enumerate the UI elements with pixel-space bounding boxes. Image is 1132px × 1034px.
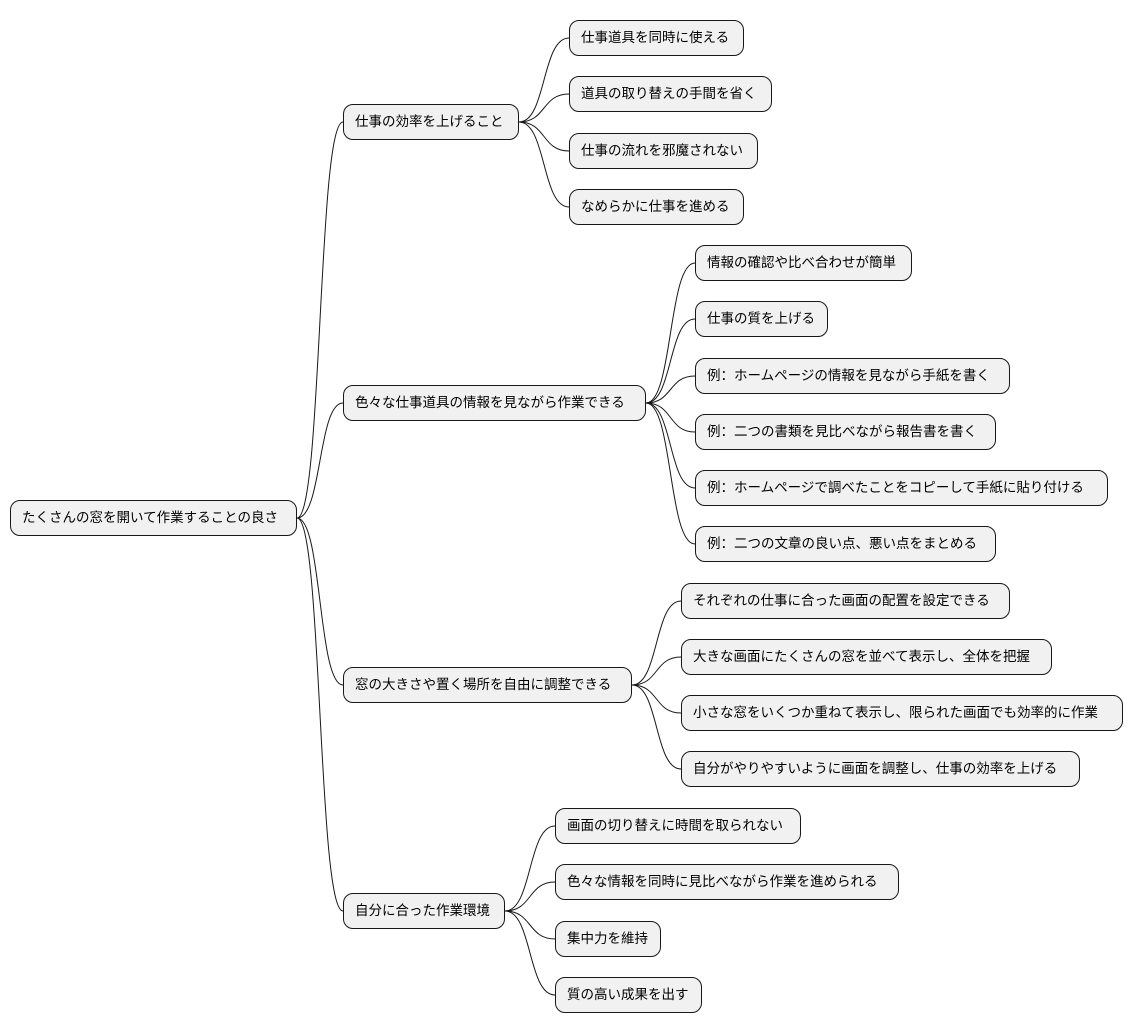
connector-line [631, 684, 682, 770]
connector-line [645, 402, 696, 545]
connector-line [518, 93, 570, 123]
connector-line [296, 517, 344, 912]
leaf-node: 道具の取り替えの手間を省く [569, 76, 772, 112]
leaf-node: 例：ホームページで調べたことをコピーして手紙に貼り付ける [695, 470, 1108, 506]
connector-line [645, 318, 696, 404]
connector-line [518, 37, 570, 123]
root-node: たくさんの窓を開いて作業することの良さ [10, 500, 297, 536]
branch-node: 自分に合った作業環境 [343, 893, 505, 929]
connector-line [645, 375, 696, 404]
leaf-node: 小さな窓をいくつか重ねて表示し、限られた画面でも効率的に作業 [681, 695, 1123, 731]
connector-line [296, 402, 344, 519]
leaf-node: 情報の確認や比べ合わせが簡単 [695, 245, 912, 281]
connector-line [631, 600, 682, 686]
leaf-node: 色々な情報を同時に見比べながら作業を進められる [555, 864, 899, 900]
leaf-node: なめらかに仕事を進める [569, 189, 744, 225]
connector-line [631, 656, 682, 686]
connector-line [645, 402, 696, 433]
leaf-node: 質の高い成果を出す [555, 977, 702, 1013]
connector-line [518, 121, 570, 152]
connector-line [504, 881, 556, 912]
branch-node: 仕事の効率を上げること [343, 104, 519, 140]
connector-line [504, 910, 556, 940]
leaf-node: 例：二つの文章の良い点、悪い点をまとめる [695, 526, 996, 562]
leaf-node: 仕事道具を同時に使える [569, 20, 744, 56]
connector-line [645, 262, 696, 404]
connector-line [504, 825, 556, 912]
connector-line [645, 402, 696, 489]
leaf-node: それぞれの仕事に合った画面の配置を設定できる [681, 583, 1010, 619]
branch-node: 窓の大きさや置く場所を自由に調整できる [343, 667, 632, 703]
leaf-node: 仕事の質を上げる [695, 301, 828, 337]
branch-node: 色々な仕事道具の情報を見ながら作業できる [343, 385, 646, 421]
leaf-node: 自分がやりやすいように画面を調整し、仕事の効率を上げる [681, 751, 1080, 787]
leaf-node: 例：二つの書類を見比べながら報告書を書く [695, 414, 996, 450]
leaf-node: 大きな画面にたくさんの窓を並べて表示し、全体を把握 [681, 639, 1052, 675]
connector-line [631, 684, 682, 714]
leaf-node: 画面の切り替えに時間を取られない [555, 808, 801, 844]
leaf-node: 例：ホームページの情報を見ながら手紙を書く [695, 358, 1010, 394]
leaf-node: 集中力を維持 [555, 921, 661, 957]
connector-line [504, 910, 556, 996]
leaf-node: 仕事の流れを邪魔されない [569, 133, 758, 169]
connector-line [518, 121, 570, 208]
connector-line [296, 517, 344, 686]
connector-line [296, 121, 344, 519]
